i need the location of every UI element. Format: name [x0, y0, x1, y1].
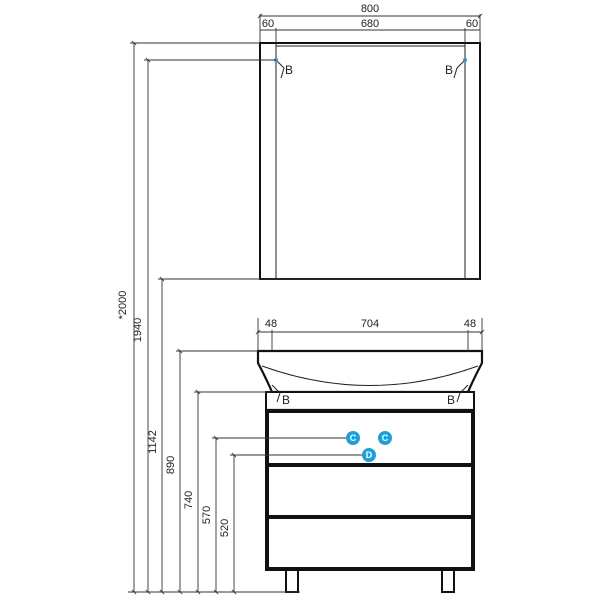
- connection-c2-marker: [378, 431, 392, 445]
- cabinet-mount-right-label: B: [447, 393, 455, 407]
- connection-c1-marker: [346, 431, 360, 445]
- mirror-left-side-width: 60: [262, 18, 274, 30]
- height-cold-hot: 570: [201, 506, 213, 524]
- height-basin-bottom: 740: [183, 491, 195, 509]
- mirror-mount-right-icon: [453, 59, 466, 79]
- leg-right: [441, 569, 455, 593]
- cabinet-right-side-width: 48: [464, 318, 476, 330]
- mirror-mount-left-label: B: [285, 63, 293, 77]
- connection-c2-label: C: [382, 433, 389, 443]
- height-mirror-bottom: 1142: [147, 430, 159, 454]
- mirror-outline: [259, 42, 481, 280]
- height-basin-top: 890: [165, 456, 177, 474]
- mirror-mount-right-label: B: [445, 63, 453, 77]
- cabinet-mount-left-icon: [271, 384, 281, 403]
- connection-d-marker: [362, 448, 376, 462]
- vanity-cabinet: B B: [256, 349, 484, 593]
- leg-left: [285, 569, 299, 593]
- plumbing-connections: C C D: [346, 431, 392, 462]
- mirror-center-width: 680: [361, 18, 379, 30]
- cabinet-center-width: 704: [361, 318, 379, 330]
- mirror-mount-right-point: [463, 58, 467, 62]
- drawer-bottom: [267, 517, 473, 569]
- basin-bowl-curve: [261, 365, 479, 386]
- height-dimensions: *2000 1940 1142 890 740 570 520: [117, 40, 480, 595]
- height-overall: *2000: [117, 291, 129, 320]
- mirror-width-dimensions: 800 60 680 60: [257, 3, 483, 43]
- connection-c1-label: C: [350, 433, 357, 443]
- mirror-right-side-width: 60: [466, 18, 478, 30]
- height-drain: 520: [219, 519, 231, 537]
- connection-d-label: D: [366, 450, 373, 460]
- cabinet-mount-right-icon: [456, 384, 469, 403]
- cabinet-left-side-width: 48: [265, 318, 277, 330]
- height-mirror-top: 1940: [132, 318, 144, 342]
- drawer-middle: [267, 465, 473, 517]
- mirror-cabinet: B B: [259, 42, 481, 280]
- mirror-mount-left-icon: [275, 59, 285, 79]
- mirror-total-width: 800: [361, 3, 379, 15]
- cabinet-width-dimensions: 48 704 48: [255, 318, 485, 351]
- cabinet-mount-left-label: B: [282, 393, 290, 407]
